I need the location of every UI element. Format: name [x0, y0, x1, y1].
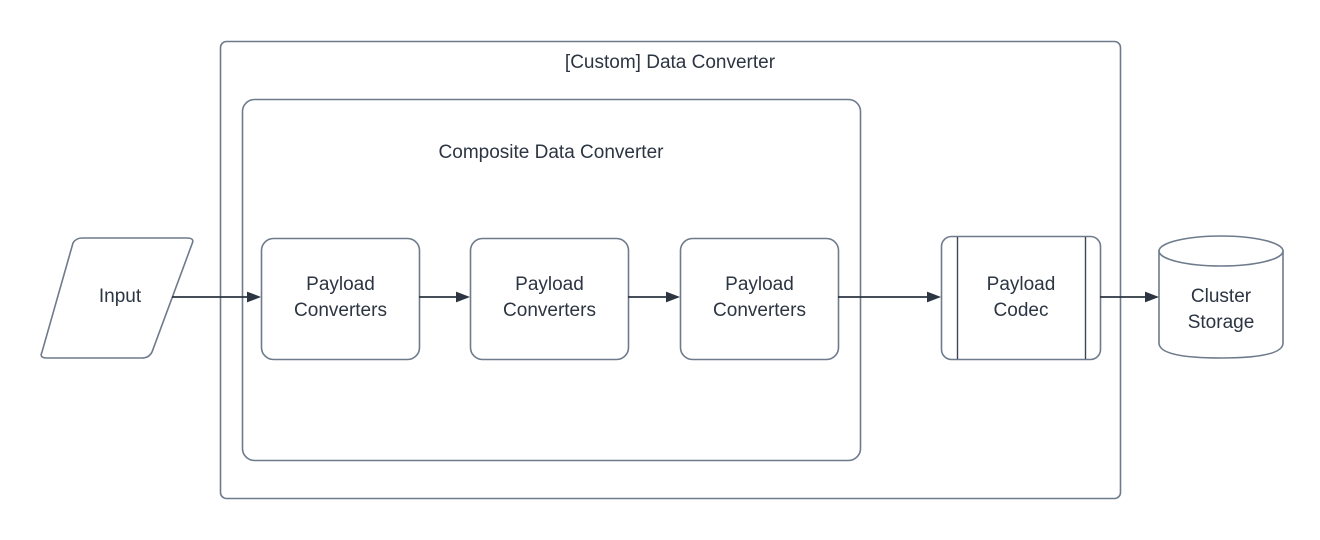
cluster-storage-label-line1: Cluster [1191, 286, 1252, 307]
input-label: Input [99, 286, 142, 307]
input-parallelogram [40, 237, 194, 359]
payload-converters-3-label-line1: Payload [725, 274, 794, 295]
payload-converters-1-label-line2: Converters [294, 300, 387, 321]
node-payload-converters-1[interactable]: Payload Converters [260, 237, 421, 361]
node-cluster-storage[interactable]: Cluster Storage [1158, 235, 1284, 359]
edge-payload-codec-to-cluster-storage [1100, 291, 1159, 303]
node-input[interactable]: Input [40, 237, 194, 359]
payload-converters-1-label-line1: Payload [306, 274, 375, 295]
payload-codec-box [940, 235, 1102, 361]
node-payload-converters-2[interactable]: Payload Converters [469, 237, 630, 361]
edge-input-to-payload-converters-1 [172, 291, 261, 303]
payload-codec-label-line1: Payload [987, 274, 1056, 295]
composite-data-converter-label: Composite Data Converter [439, 142, 665, 163]
payload-converters-2-label-line2: Converters [503, 300, 596, 321]
edge-payload-converters-1-to-2 [419, 291, 470, 303]
node-payload-codec[interactable]: Payload Codec [940, 235, 1102, 361]
payload-converters-3-box [679, 237, 840, 361]
arrow-head-icon [247, 291, 261, 303]
node-payload-converters-3[interactable]: Payload Converters [679, 237, 840, 361]
cluster-storage-top-ellipse [1158, 235, 1284, 267]
payload-codec-label-line2: Codec [994, 300, 1049, 321]
payload-converters-1-box [260, 237, 421, 361]
arrow-head-icon [456, 291, 470, 303]
edge-payload-converters-2-to-3 [628, 291, 680, 303]
cluster-storage-body [1158, 250, 1284, 359]
edge-payload-converters-3-to-payload-codec [838, 291, 941, 303]
cluster-storage-label-line2: Storage [1188, 312, 1255, 333]
arrow-head-icon [1145, 291, 1159, 303]
arrow-head-icon [927, 291, 941, 303]
payload-converters-3-label-line2: Converters [713, 300, 806, 321]
payload-converters-2-box [469, 237, 630, 361]
payload-converters-2-label-line1: Payload [515, 274, 584, 295]
custom-data-converter-label: [Custom] Data Converter [565, 52, 776, 73]
arrow-head-icon [666, 291, 680, 303]
